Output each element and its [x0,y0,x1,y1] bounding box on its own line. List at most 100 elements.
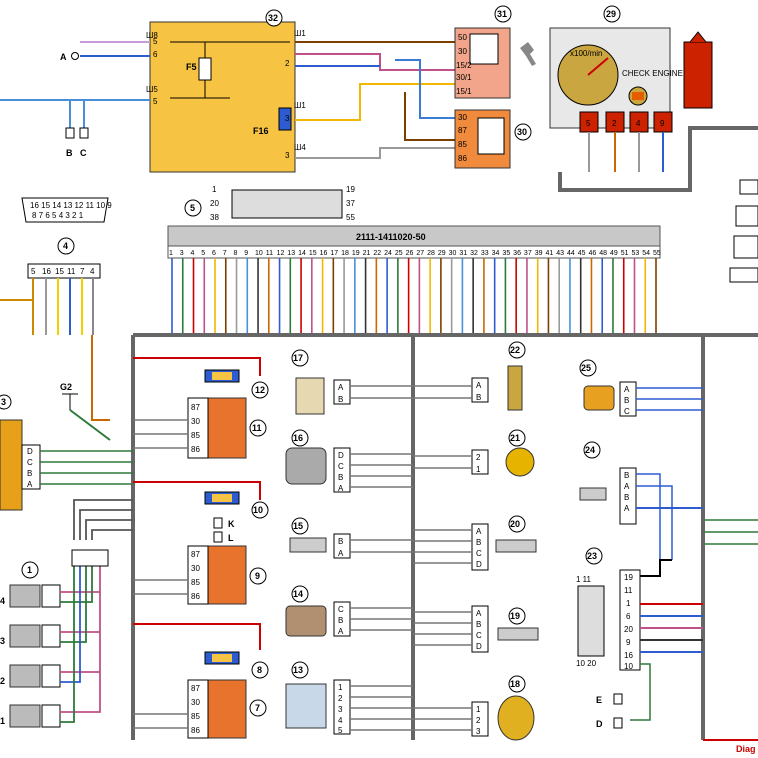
svg-text:3: 3 [0,636,5,646]
svg-text:1 11: 1 11 [576,575,592,584]
svg-text:1: 1 [476,705,481,714]
svg-text:A: A [338,549,344,558]
svg-text:8: 8 [257,665,262,675]
ecu-pin-44: 44 [567,250,575,257]
ecu-pin-10: 10 [255,250,263,257]
svg-text:B: B [338,537,343,546]
svg-text:86: 86 [191,592,200,601]
ecu-pin-4: 4 [191,250,195,257]
svg-text:3: 3 [1,397,6,407]
svg-text:9: 9 [255,571,260,581]
svg-text:4: 4 [338,716,343,725]
svg-text:A: A [476,381,482,390]
svg-text:30: 30 [458,47,467,56]
injector-2: 2 [0,664,61,688]
svg-text:E: E [596,695,602,705]
svg-text:10: 10 [253,505,263,515]
svg-text:D: D [338,451,344,460]
ecu-pin-53: 53 [631,250,639,257]
connector-4-wires [0,278,110,421]
ecu-pin-17: 17 [330,250,338,257]
svg-text:5: 5 [338,726,343,735]
svg-text:50: 50 [458,33,467,42]
ecu-pin-31: 31 [459,250,467,257]
svg-text:16: 16 [293,433,303,443]
svg-text:A: A [476,527,482,536]
diag-connector-5: 5 1 19 20 37 38 55 [184,185,355,222]
relay-30: 30 87 85 86 30 [454,109,532,169]
ecu-pin-46: 46 [588,250,596,257]
ecu-pin-15: 15 [309,250,317,257]
svg-text:D: D [27,447,33,456]
ecu-pin-41: 41 [545,250,553,257]
label-31: 31 [497,9,507,19]
svg-text:C: C [476,631,482,640]
svg-text:C: C [27,458,33,467]
svg-text:B: B [338,395,343,404]
pin-sh8: Ш8 [146,31,158,40]
svg-text:15: 15 [293,521,303,531]
svg-text:1: 1 [0,716,5,726]
sensor-19: 19 AB CD [413,605,539,653]
svg-text:55: 55 [346,213,355,222]
ecu-pin-5: 5 [201,250,205,257]
svg-text:A: A [338,627,344,636]
point-a: А [60,52,67,62]
sensor-22: 22 AB [413,341,526,411]
svg-text:24: 24 [585,445,595,455]
svg-text:87: 87 [191,550,200,559]
svg-text:B: B [338,473,343,482]
svg-text:A: A [624,482,630,491]
obd-top-pins: 16 15 14 13 12 11 10 9 [30,201,112,210]
ecu-pin-8: 8 [234,250,238,257]
fuse-10: 10 K L [133,481,269,543]
right-edge: Diag [703,179,758,754]
fuse-f5-label: F5 [186,62,197,72]
svg-text:11: 11 [624,586,633,595]
svg-text:4: 4 [636,119,641,128]
ecu-pin-48: 48 [599,250,607,257]
cluster-connector [683,31,713,109]
svg-text:D: D [476,642,482,651]
svg-text:86: 86 [191,445,200,454]
sensor-24: 24 BA BA [579,441,703,560]
svg-text:2: 2 [285,59,290,68]
ecu-pin-25: 25 [395,250,403,257]
svg-text:11: 11 [252,423,262,433]
ecu-pin-49: 49 [610,250,618,257]
connector-23: 23 1 11 10 20 19 11 1 6 20 9 16 10 E D [576,547,703,729]
ecu-pin-19: 19 [352,250,360,257]
ecu-pin-28: 28 [427,250,435,257]
ecu-pin-11: 11 [266,250,273,257]
svg-text:7: 7 [80,267,85,276]
svg-text:85: 85 [458,140,467,149]
sensor-16: 16 DC BA [285,429,413,493]
sensor-column-3: 25 ABC 24 BA BA 23 1 11 10 20 19 11 1 [576,359,703,729]
fuse-block-32: F5 F16 Ш8 Ш5 Ш1 Ш1 Ш4 5 6 5 2 3 3 32 [146,9,306,173]
obd-connector: 16 15 14 13 12 11 10 9 8 7 6 5 4 3 2 1 [21,197,112,223]
sensor-15: 15 BA [289,517,413,559]
svg-text:B: B [476,620,481,629]
check-engine-label: CHECK ENGINE [622,69,683,78]
component-3: D C B A 3 [0,394,133,511]
svg-text:4: 4 [90,267,95,276]
svg-text:16: 16 [624,651,633,660]
sensor-18: 18 123 [413,675,535,741]
svg-text:A: A [338,383,344,392]
svg-text:A: A [476,609,482,618]
injector-3: 3 [0,624,61,648]
svg-text:D: D [596,719,603,729]
svg-text:3: 3 [285,151,290,160]
ecu-pin-16: 16 [320,250,328,257]
ecu-pin-43: 43 [556,250,564,257]
ecu-pin-6: 6 [212,250,216,257]
ignition-switch-31: 50 30 15/2 30/1 15/1 31 [454,5,536,99]
injector-4: 4 [0,584,61,608]
svg-text:21: 21 [510,433,520,443]
svg-text:38: 38 [210,213,219,222]
label-29: 29 [606,9,616,19]
pin-sh5: Ш5 [146,85,158,94]
sensor-17: 17 AB [291,349,413,415]
